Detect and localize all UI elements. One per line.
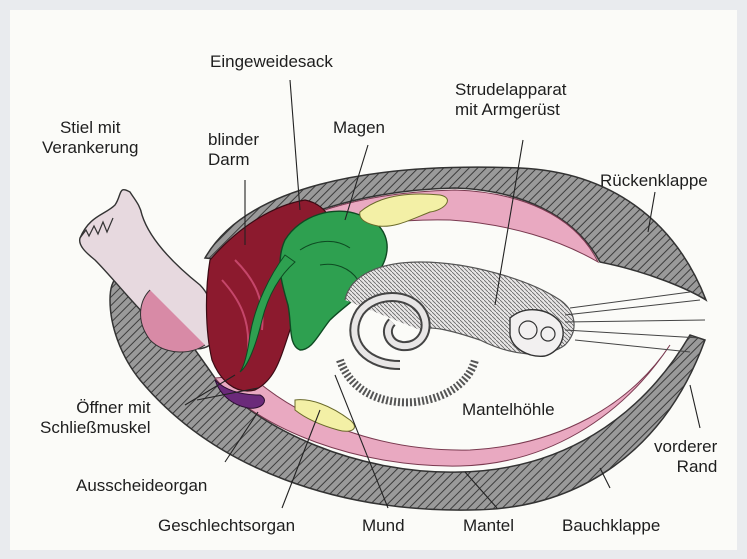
- label-mantel: Mantel: [463, 516, 514, 536]
- label-stiel: Stiel mit Verankerung: [42, 118, 138, 158]
- label-magen: Magen: [333, 118, 385, 138]
- label-bauchklappe: Bauchklappe: [562, 516, 660, 536]
- label-ausscheideorgan: Ausscheideorgan: [76, 476, 207, 496]
- label-mantelhoehle: Mantelhöhle: [462, 400, 555, 420]
- label-oeffner: Öffner mit Schließmuskel: [40, 398, 151, 438]
- label-eingeweidesack: Eingeweidesack: [210, 52, 333, 72]
- label-strudelapparat: Strudelapparat mit Armgerüst: [455, 80, 567, 120]
- label-geschlechtsorgan: Geschlechtsorgan: [158, 516, 295, 536]
- label-rueckenklappe: Rückenklappe: [600, 171, 708, 191]
- label-mund: Mund: [362, 516, 405, 536]
- label-vorderer-rand: vorderer Rand: [654, 437, 717, 477]
- setae: [565, 292, 705, 352]
- label-blinder-darm: blinder Darm: [208, 130, 259, 170]
- lophophore-fringe: [340, 360, 475, 402]
